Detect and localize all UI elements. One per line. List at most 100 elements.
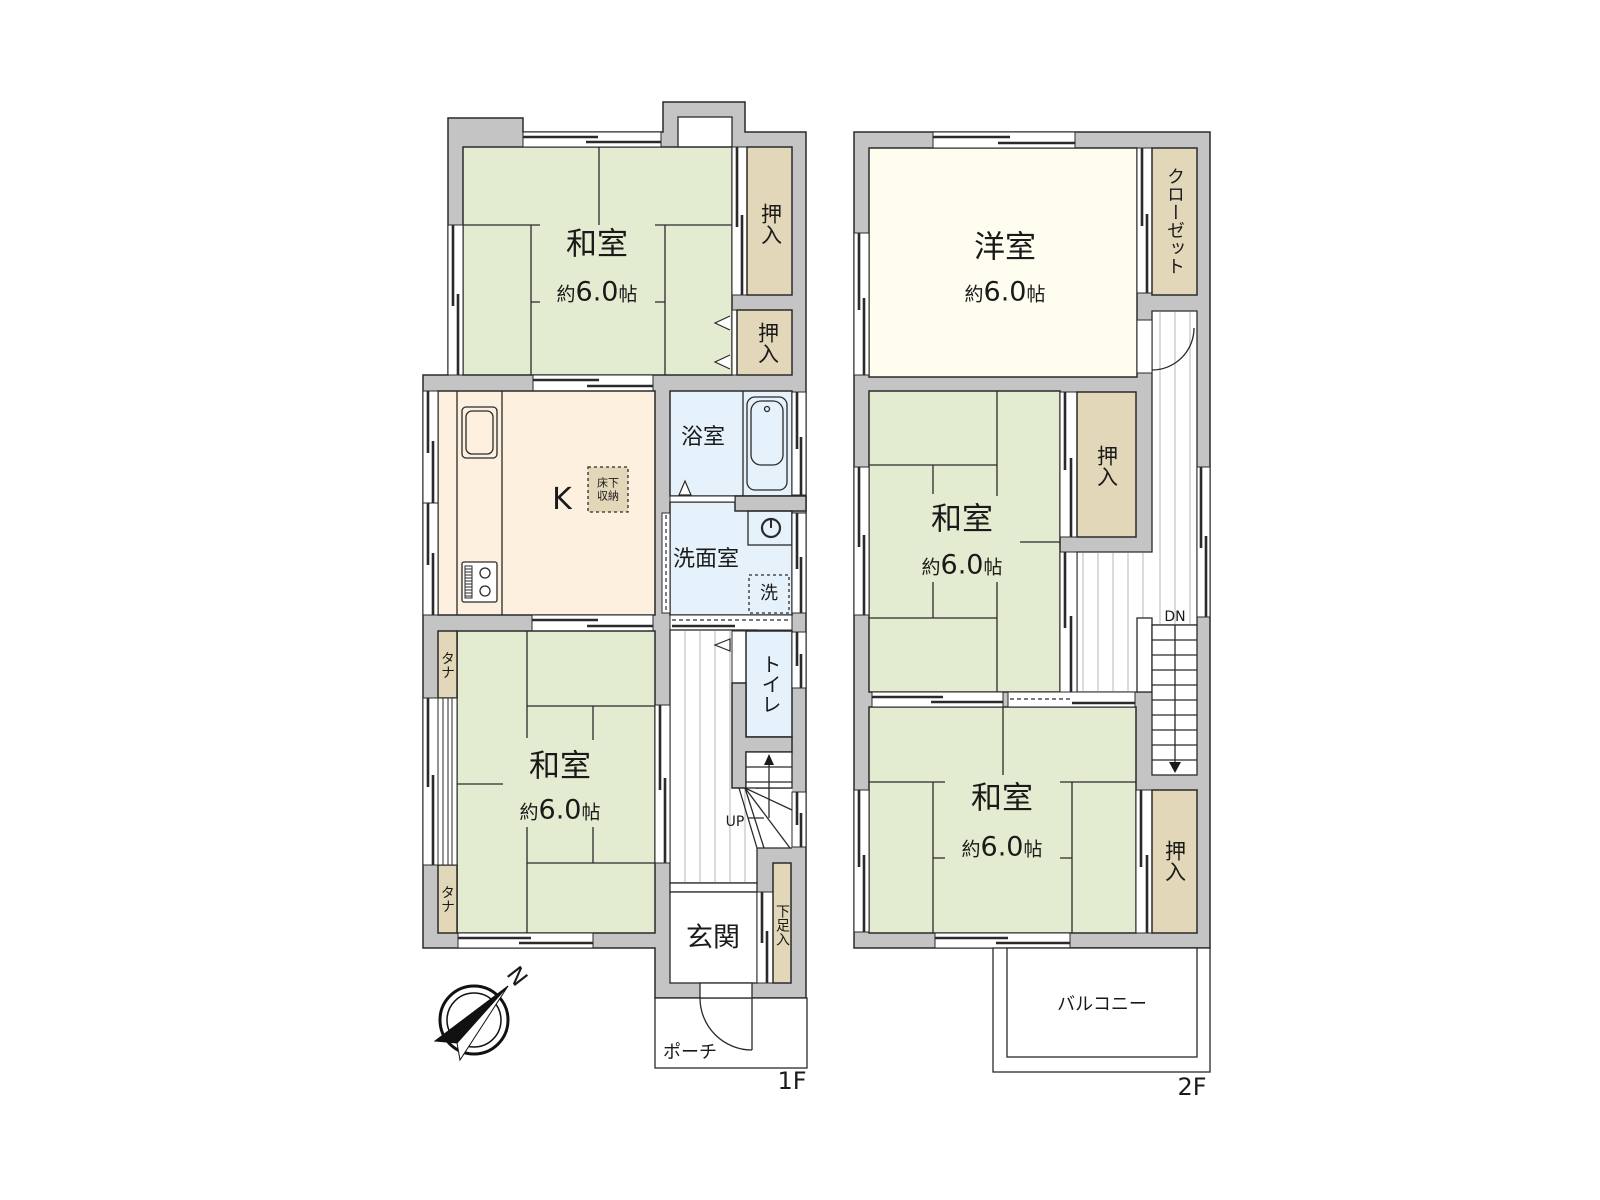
closet-sliding-door: [1059, 391, 1078, 538]
door-sash: [1063, 392, 1073, 537]
size-value: 6.0: [538, 794, 582, 826]
door-swing-marker: [678, 479, 692, 496]
window-sash: [795, 632, 803, 688]
size-unit: 帖: [618, 283, 638, 306]
door-sash: [872, 695, 1003, 704]
window-frame: [522, 131, 662, 148]
room-name-toilet: トイレ: [758, 654, 782, 714]
floor-2f: [853, 131, 1211, 1073]
sliding-door-kitchen-washitsu: [531, 614, 654, 632]
youshitsu-door-swing: [1151, 327, 1195, 371]
window-frame: [853, 466, 870, 616]
size-prefix: 約: [961, 838, 981, 861]
room-name-oshiire-upper: 押入: [758, 203, 783, 245]
window-sash: [451, 225, 460, 375]
door-sash: [658, 705, 667, 863]
window-sash: [857, 467, 866, 615]
size-unit: 帖: [1026, 283, 1046, 306]
label-underfloor-storage: 床下収納: [597, 476, 619, 502]
room-name-youshitsu: 洋室: [974, 229, 1036, 266]
window-sash: [795, 513, 803, 613]
label-shelf-lower: タナ: [439, 885, 455, 913]
room-name-kitchen: K: [552, 482, 572, 517]
floor-1f: [422, 101, 808, 1069]
size-value: 6.0: [983, 276, 1027, 308]
room-name-closet: クローゼット: [1164, 167, 1185, 275]
size-unit: 帖: [581, 801, 601, 824]
room-name-washitsu-south-2f: 和室: [971, 780, 1033, 817]
room-entrance: [669, 891, 758, 984]
label-porch: ポーチ: [663, 1042, 717, 1063]
room-shoe-cabinet: [772, 862, 792, 984]
porch: [654, 997, 808, 1069]
room-name-washitsu-middle: 和室: [931, 501, 993, 538]
door-sash: [533, 378, 653, 388]
window-sash: [935, 936, 1070, 945]
compass-inner-ring: [446, 992, 502, 1048]
entrance-step: [669, 882, 758, 893]
wall-bath-washroom: [734, 495, 807, 512]
window-frame: [791, 391, 807, 496]
stove-grill: [464, 565, 473, 599]
room-oshiire-middle: [1076, 391, 1137, 538]
window-sash: [523, 135, 661, 144]
room-youshitsu: [868, 147, 1138, 378]
floor-label-2f: 2F: [1177, 1073, 1207, 1101]
size-prefix: 約: [964, 283, 984, 306]
window-frame: [422, 390, 439, 504]
room-bathroom: [669, 390, 793, 497]
door-sash: [532, 618, 653, 628]
window-sash: [426, 503, 435, 615]
window-frame: [422, 502, 439, 616]
drain-icon: [763, 405, 771, 413]
sliding-door-washitsu-washitsu: [871, 691, 1004, 708]
room-closet: [1151, 147, 1198, 296]
stairs-down-label: DN: [1164, 609, 1186, 625]
sliding-door-kitchen-washroom: [661, 512, 671, 614]
window-frame: [932, 131, 1076, 149]
room-name-oshiire-lower: 押入: [755, 322, 780, 364]
door-sash: [1063, 552, 1073, 692]
north-arrow-tail: [456, 985, 509, 1062]
window-sash: [933, 135, 1075, 145]
closet-sliding-door: [731, 146, 748, 296]
room-toilet: [745, 630, 793, 738]
room-washitsu-south: [456, 630, 656, 934]
room-oshiire-upper: [746, 146, 793, 296]
sink-icon: [461, 406, 498, 459]
size-prefix: 約: [921, 556, 941, 579]
stair-newel-post: [1136, 617, 1153, 693]
sliding-door-washroom-hall: [669, 614, 793, 631]
room-size-youshitsu: 約6.0帖: [965, 279, 1046, 306]
burner-icon: [479, 585, 491, 597]
size-value: 6.0: [575, 276, 619, 308]
door-sash: [1139, 790, 1149, 933]
window-frame: [791, 631, 807, 689]
sink-basin: [465, 410, 494, 455]
window-frame: [447, 224, 464, 376]
room-name-oshiire-middle: 押入: [1094, 445, 1119, 487]
window-sash: [426, 391, 435, 503]
room-name-washitsu-north: 和室: [566, 226, 628, 263]
shoe-cabinet-door: [756, 891, 774, 984]
exterior-alcove: [677, 116, 733, 149]
window-sash: [426, 698, 435, 865]
window-frame: [934, 932, 1071, 949]
room-name-entrance: 玄関: [686, 922, 740, 954]
room-name-washitsu-south: 和室: [529, 748, 591, 785]
size-prefix: 約: [556, 283, 576, 306]
kitchen-counter: [456, 391, 503, 615]
stairs-up-label: UP: [725, 814, 745, 830]
size-value: 6.0: [940, 549, 984, 581]
room-size-washitsu-south-2f: 約6.0帖: [962, 834, 1043, 861]
arrow-down-icon: [1169, 762, 1181, 773]
compass-icon: [433, 984, 510, 1062]
bathtub-icon: [746, 396, 788, 491]
tatami-lines: [463, 147, 732, 375]
compass-outer-ring: [438, 984, 510, 1056]
window-sash: [857, 790, 866, 932]
front-door-swing: [699, 997, 753, 1051]
sliding-door-washitsu-hall: [1059, 551, 1078, 693]
